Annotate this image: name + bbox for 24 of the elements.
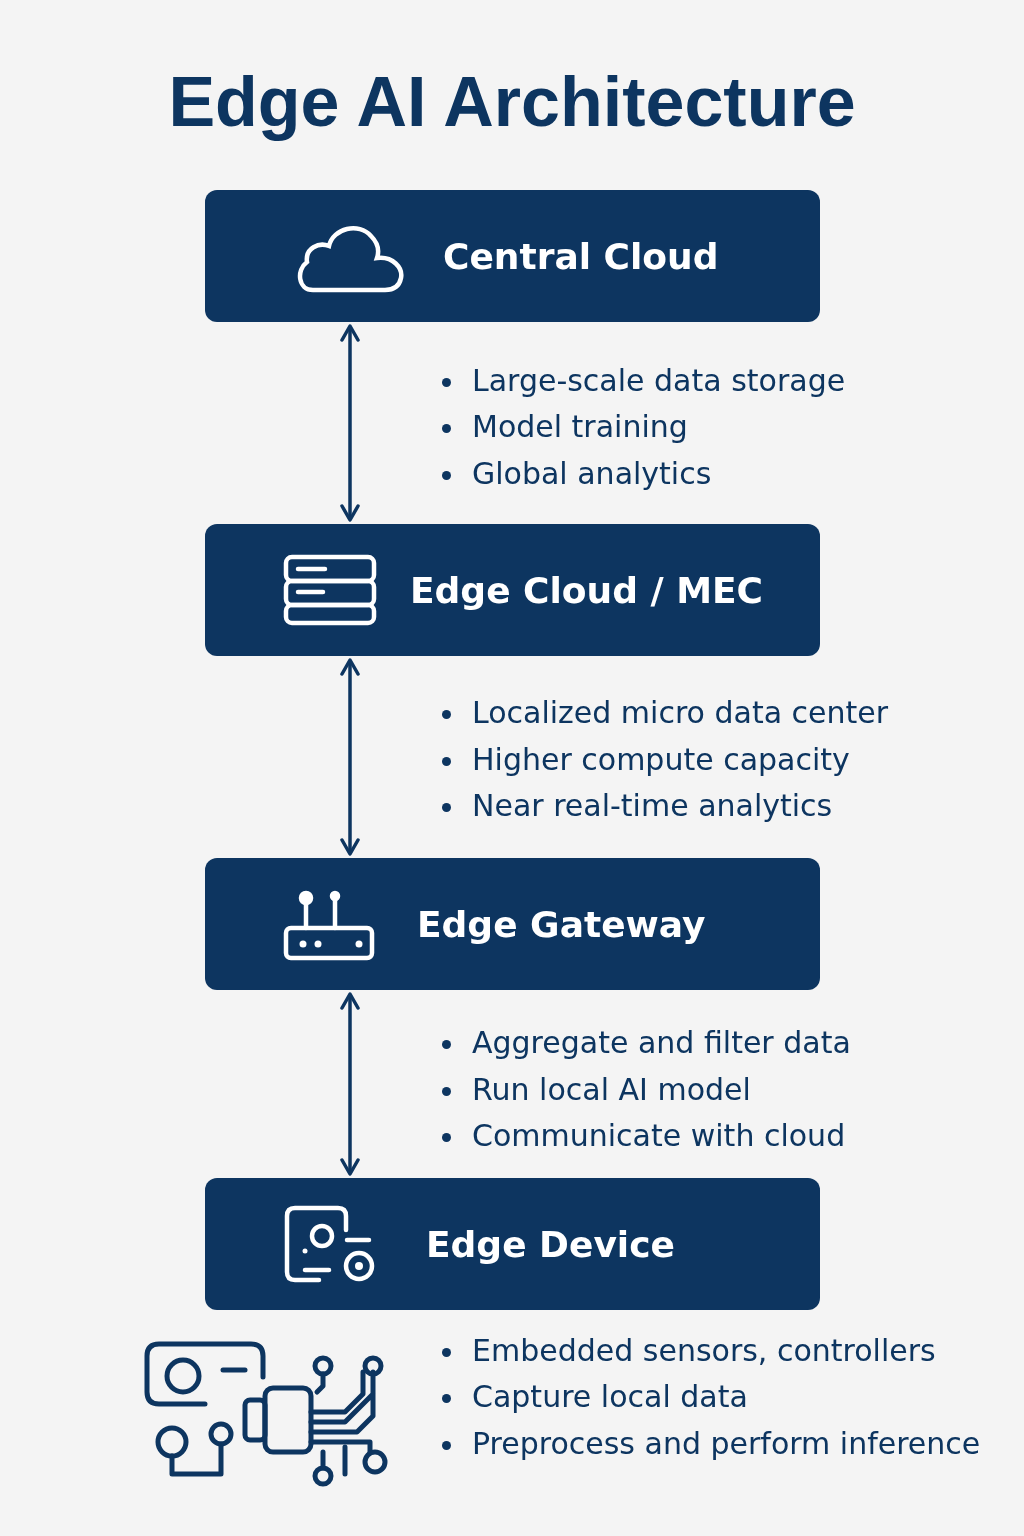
layer-box	[205, 1178, 820, 1310]
double-arrow	[340, 992, 360, 1176]
double-arrow	[340, 658, 360, 856]
bullet-text: Communicate with cloud	[472, 1118, 846, 1153]
layer-title: Edge Gateway	[417, 903, 706, 945]
bullet-text: Localized micro data center	[472, 695, 889, 730]
layer-box	[205, 858, 820, 990]
double-arrow	[340, 324, 360, 522]
layer-box	[205, 190, 820, 322]
bullet-text: Capture local data	[472, 1379, 748, 1414]
bullet-text: Preprocess and perform inference	[472, 1426, 981, 1461]
layer-title: Edge Cloud / MEC	[410, 569, 764, 611]
bullet-text: Embedded sensors, controllers	[472, 1333, 936, 1368]
bullet-text: Large-scale data storage	[472, 363, 846, 398]
layer-title: Central Cloud	[443, 235, 719, 277]
bullet-text: Aggregate and filter data	[472, 1025, 851, 1060]
bullet-text: Near real-time analytics	[472, 788, 833, 823]
bullet-text: Model training	[472, 409, 688, 444]
diagram-title: Edge AI Architecture	[167, 62, 857, 142]
bullet-text: Global analytics	[472, 456, 712, 491]
bullet-text: Run local AI model	[472, 1072, 751, 1107]
layer-title: Edge Device	[426, 1223, 675, 1265]
bullet-text: Higher compute capacity	[472, 742, 850, 777]
layer-box	[205, 524, 820, 656]
